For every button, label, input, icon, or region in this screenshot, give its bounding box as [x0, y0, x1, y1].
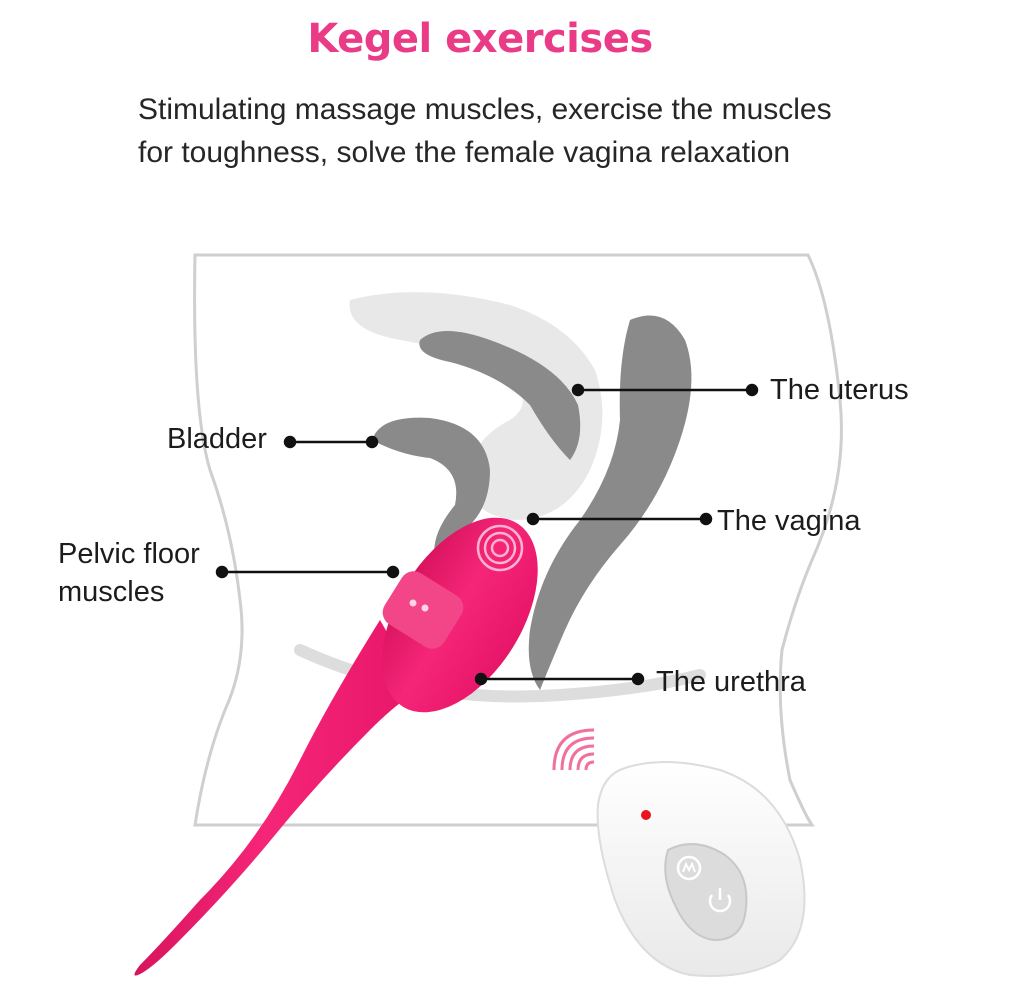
kegel-egg-tail [134, 620, 420, 976]
label-pelvic-floor-line-2: muscles [58, 573, 200, 611]
wireless-signal-icon [554, 730, 594, 770]
urethra-callout-line [476, 674, 643, 684]
bladder-callout-line [285, 437, 377, 447]
pelvic-floor-callout-line [217, 567, 398, 577]
label-pelvic-floor-muscles: Pelvic floor muscles [58, 535, 200, 611]
label-urethra: The urethra [656, 663, 806, 701]
label-uterus: The uterus [770, 371, 909, 409]
remote-control [598, 762, 805, 976]
label-pelvic-floor-line-1: Pelvic floor [58, 535, 200, 573]
label-vagina: The vagina [717, 502, 861, 540]
label-bladder: Bladder [167, 420, 267, 458]
red-led-icon [641, 810, 651, 820]
